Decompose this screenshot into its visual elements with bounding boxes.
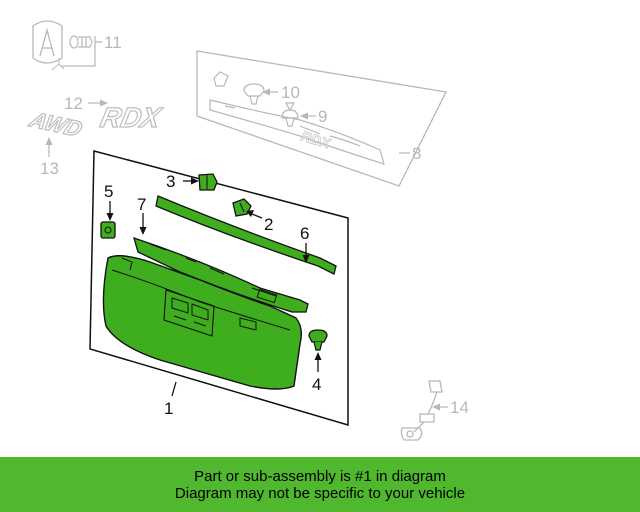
grommet-2[interactable] [232, 198, 252, 217]
callout-leader-7 [139, 213, 147, 235]
svg-text:RDX: RDX [299, 128, 334, 152]
garnish-box [196, 50, 447, 187]
callout-8: 8 [412, 144, 421, 163]
callout-leader-13 [45, 137, 53, 157]
callout-6: 6 [300, 224, 309, 243]
callout-leader-10 [262, 88, 278, 96]
clip-9[interactable] [281, 102, 299, 127]
callout-leader-3 [183, 177, 199, 185]
callout-3: 3 [166, 172, 175, 191]
callout-4: 4 [312, 375, 321, 394]
rdx-emblem[interactable]: RDX [97, 101, 166, 134]
callout-7: 7 [137, 195, 146, 214]
callout-9: 9 [318, 107, 327, 126]
clip-10[interactable] [243, 83, 265, 105]
parts-diagram: 11 RDX 12 AWD 13 RDX 8 10 [24, 20, 469, 441]
clip-5[interactable] [100, 221, 116, 239]
info-banner: Part or sub-assembly is #1 in diagram Di… [0, 457, 640, 512]
callout-leader-14 [432, 403, 448, 411]
callout-13: 13 [40, 159, 59, 178]
callout-10: 10 [281, 83, 300, 102]
banner-line-1: Part or sub-assembly is #1 in diagram [194, 467, 446, 485]
callout-leader-6 [302, 243, 310, 263]
callout-12: 12 [64, 94, 83, 113]
acura-emblem[interactable] [32, 20, 65, 71]
callout-2: 2 [264, 215, 273, 234]
callout-leader-5 [106, 201, 114, 221]
emblem-clip[interactable] [69, 35, 93, 49]
clip-3[interactable] [198, 173, 218, 191]
license-light-harness[interactable] [400, 380, 443, 441]
tailgate-garnish-panel[interactable] [102, 255, 303, 390]
callout-leader-4 [314, 352, 322, 372]
callout-leader-12 [88, 99, 108, 107]
assembly-box [89, 150, 349, 427]
garnish-molding[interactable]: RDX [209, 99, 385, 165]
weatherstrip[interactable] [155, 195, 337, 275]
callout-leader-1 [171, 381, 177, 397]
callout-5: 5 [104, 182, 113, 201]
callout-leader-2 [246, 210, 263, 219]
callout-leader-9 [300, 112, 316, 120]
retainer-4[interactable] [308, 329, 328, 351]
garnish-clip[interactable] [213, 71, 229, 87]
callout-11: 11 [104, 33, 122, 52]
callout-1: 1 [164, 399, 173, 418]
callout-14: 14 [450, 398, 469, 417]
banner-line-2: Diagram may not be specific to your vehi… [174, 484, 466, 502]
callout-leader-11 [62, 36, 102, 67]
